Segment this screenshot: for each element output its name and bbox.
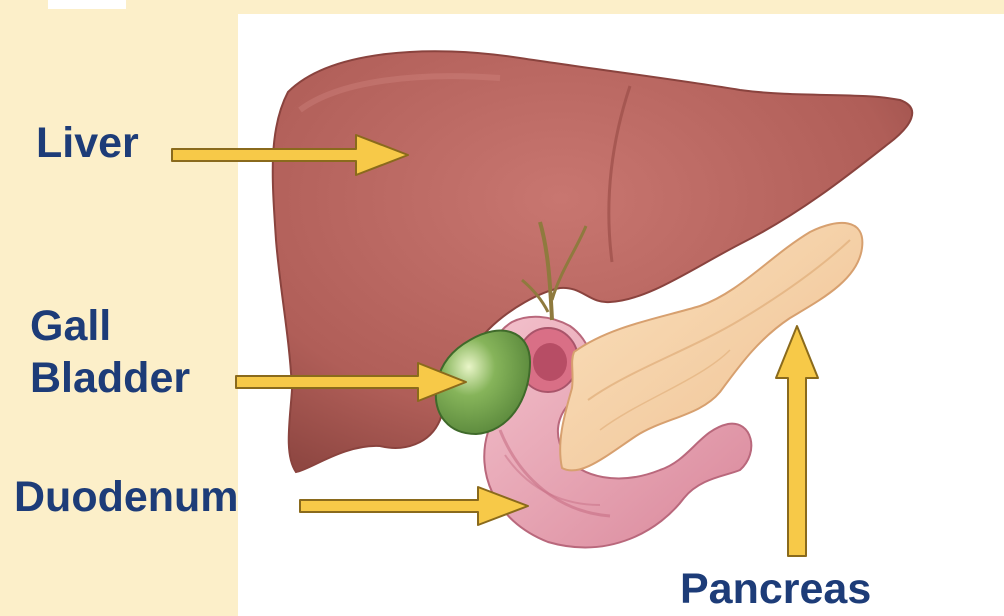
arrow-to-duodenum bbox=[300, 487, 528, 525]
label-liver: Liver bbox=[36, 122, 139, 165]
label-gall-bladder: Gall Bladder bbox=[30, 300, 190, 405]
arrow-to-pancreas bbox=[776, 326, 818, 556]
label-pancreas: Pancreas bbox=[680, 568, 871, 611]
label-gall-line2: Bladder bbox=[30, 352, 190, 404]
label-gall-line1: Gall bbox=[30, 300, 190, 352]
label-duodenum: Duodenum bbox=[14, 476, 239, 519]
